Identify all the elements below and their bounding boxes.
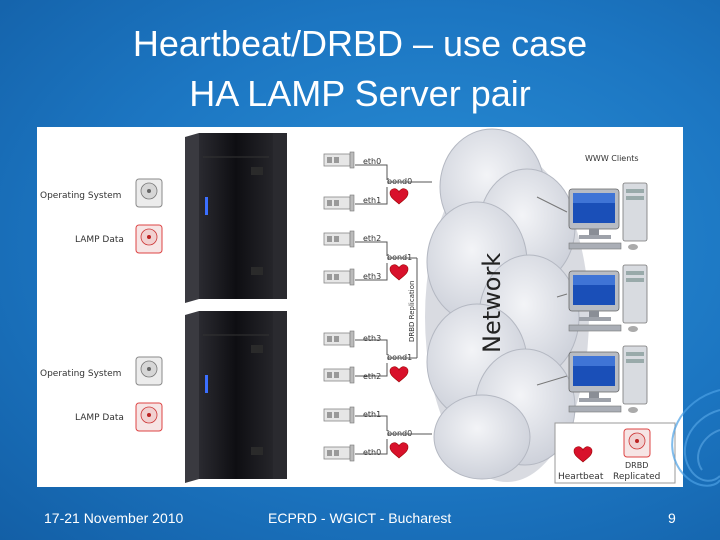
heartbeat-heart-icon — [389, 188, 409, 205]
legend: Heartbeat DRBD Replicated — [554, 422, 676, 484]
server-1-interfaces: eth0 bond0 eth1 eth2 bond1 eth3 — [323, 151, 432, 286]
network-label: Network — [478, 253, 506, 353]
os-disk-icon-1 — [135, 178, 163, 208]
iface-s2-3: eth1 — [363, 410, 381, 419]
network-cloud: Network — [425, 128, 589, 482]
iface-s1-5: eth3 — [363, 272, 381, 281]
footer-date: 17-21 November 2010 — [44, 510, 184, 526]
clients-label: WWW Clients — [585, 154, 639, 163]
os-label-2: Operating System — [40, 369, 121, 379]
heartbeat-heart-icon — [389, 264, 409, 281]
os-disk-icon-2 — [135, 356, 163, 386]
iface-s1-3: eth2 — [363, 234, 381, 243]
slide-title-line2: HA LAMP Server pair — [189, 73, 531, 114]
data-disk-icon-2 — [135, 402, 163, 432]
decorative-swirl — [671, 389, 720, 487]
page-number: 9 — [668, 510, 676, 526]
legend-replicated: Replicated — [613, 472, 660, 482]
iface-s1-0: eth0 — [363, 157, 381, 166]
drbd-link-label: DRBD Replication — [408, 281, 416, 342]
data-label-2: LAMP Data — [75, 413, 124, 423]
heartbeat-heart-icon — [389, 366, 409, 383]
slide-title-line1: Heartbeat/DRBD – use case — [132, 23, 588, 64]
legend-drbd: DRBD — [625, 461, 648, 470]
heartbeat-heart-icon — [389, 442, 409, 459]
diagram-panel: Operating System LAMP Data Operating Sys… — [37, 127, 683, 487]
os-label-1: Operating System — [40, 191, 121, 201]
client-computer-icon — [568, 345, 648, 414]
server-2-interfaces: eth3 bond1 eth2 eth1 bond0 eth0 — [323, 330, 432, 462]
iface-s2-5: eth0 — [363, 448, 381, 457]
data-label-1: LAMP Data — [75, 235, 124, 245]
iface-s2-0: eth3 — [363, 334, 381, 343]
iface-s1-2: eth1 — [363, 196, 381, 205]
client-computer-icon — [568, 182, 648, 251]
server-1 — [185, 133, 287, 303]
data-disk-icon-1 — [135, 224, 163, 254]
legend-heartbeat: Heartbeat — [558, 472, 604, 482]
footer-event: ECPRD - WGICT - Bucharest — [268, 510, 452, 526]
server-2 — [185, 311, 287, 483]
